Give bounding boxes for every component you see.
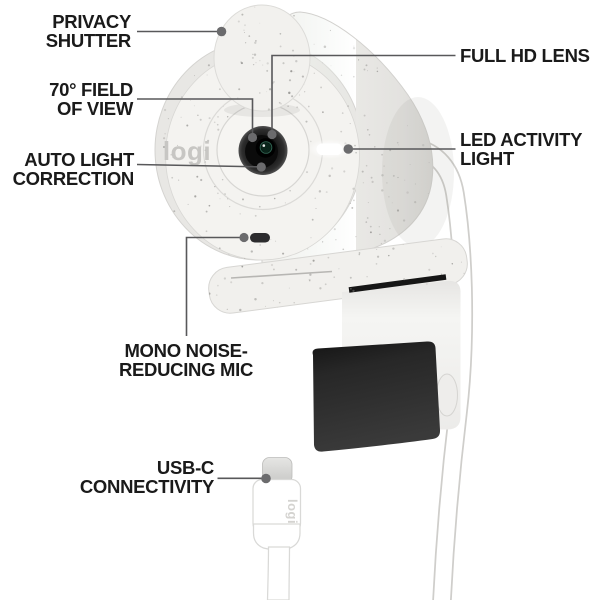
- leader-dot-led-activity: [343, 144, 354, 154]
- callout-led-activity-light: LED ACTIVITY LIGHT: [460, 129, 583, 169]
- usb-cable: [403, 137, 474, 600]
- leader-lines: [136, 26, 456, 484]
- callout-auto-light-correction: AUTO LIGHT CORRECTION: [12, 149, 135, 189]
- led-activity-light: [308, 139, 352, 159]
- leader-dot-mic: [239, 232, 249, 243]
- leader-line-full-hd-lens: [271, 54, 456, 130]
- callout-mono-noise-reducing-mic: MONO NOISE- REDUCING MIC: [118, 340, 254, 380]
- mount-clip: [208, 238, 468, 452]
- mount-slit: [348, 274, 447, 293]
- mic-hole: [250, 233, 270, 243]
- leader-dot-usb-c: [261, 473, 271, 484]
- callout-field-of-view: 70° FIELD OF VIEW: [49, 79, 133, 119]
- leader-line-auto-light: [136, 163, 258, 168]
- leader-dot-full-hd-lens: [267, 129, 277, 140]
- leader-dot-field-of-view: [247, 132, 258, 143]
- leader-dot-auto-light: [256, 162, 266, 172]
- leader-dot-privacy-shutter: [216, 26, 227, 37]
- mount-front-flap: [312, 341, 441, 452]
- logi-logo-face: logi: [163, 136, 211, 166]
- callout-privacy-shutter: PRIVACY SHUTTER: [45, 11, 132, 51]
- callout-full-hd-lens: FULL HD LENS: [460, 45, 590, 66]
- privacy-shutter-tab: [213, 4, 311, 117]
- mount-hinge: [436, 373, 458, 417]
- callout-usb-c-connectivity: USB-C CONNECTIVITY: [79, 457, 214, 497]
- leader-line-field-of-view: [137, 98, 254, 133]
- leader-line-mic: [185, 236, 240, 336]
- mount-seam: [230, 270, 333, 279]
- logi-logo-connector: logi: [285, 499, 300, 524]
